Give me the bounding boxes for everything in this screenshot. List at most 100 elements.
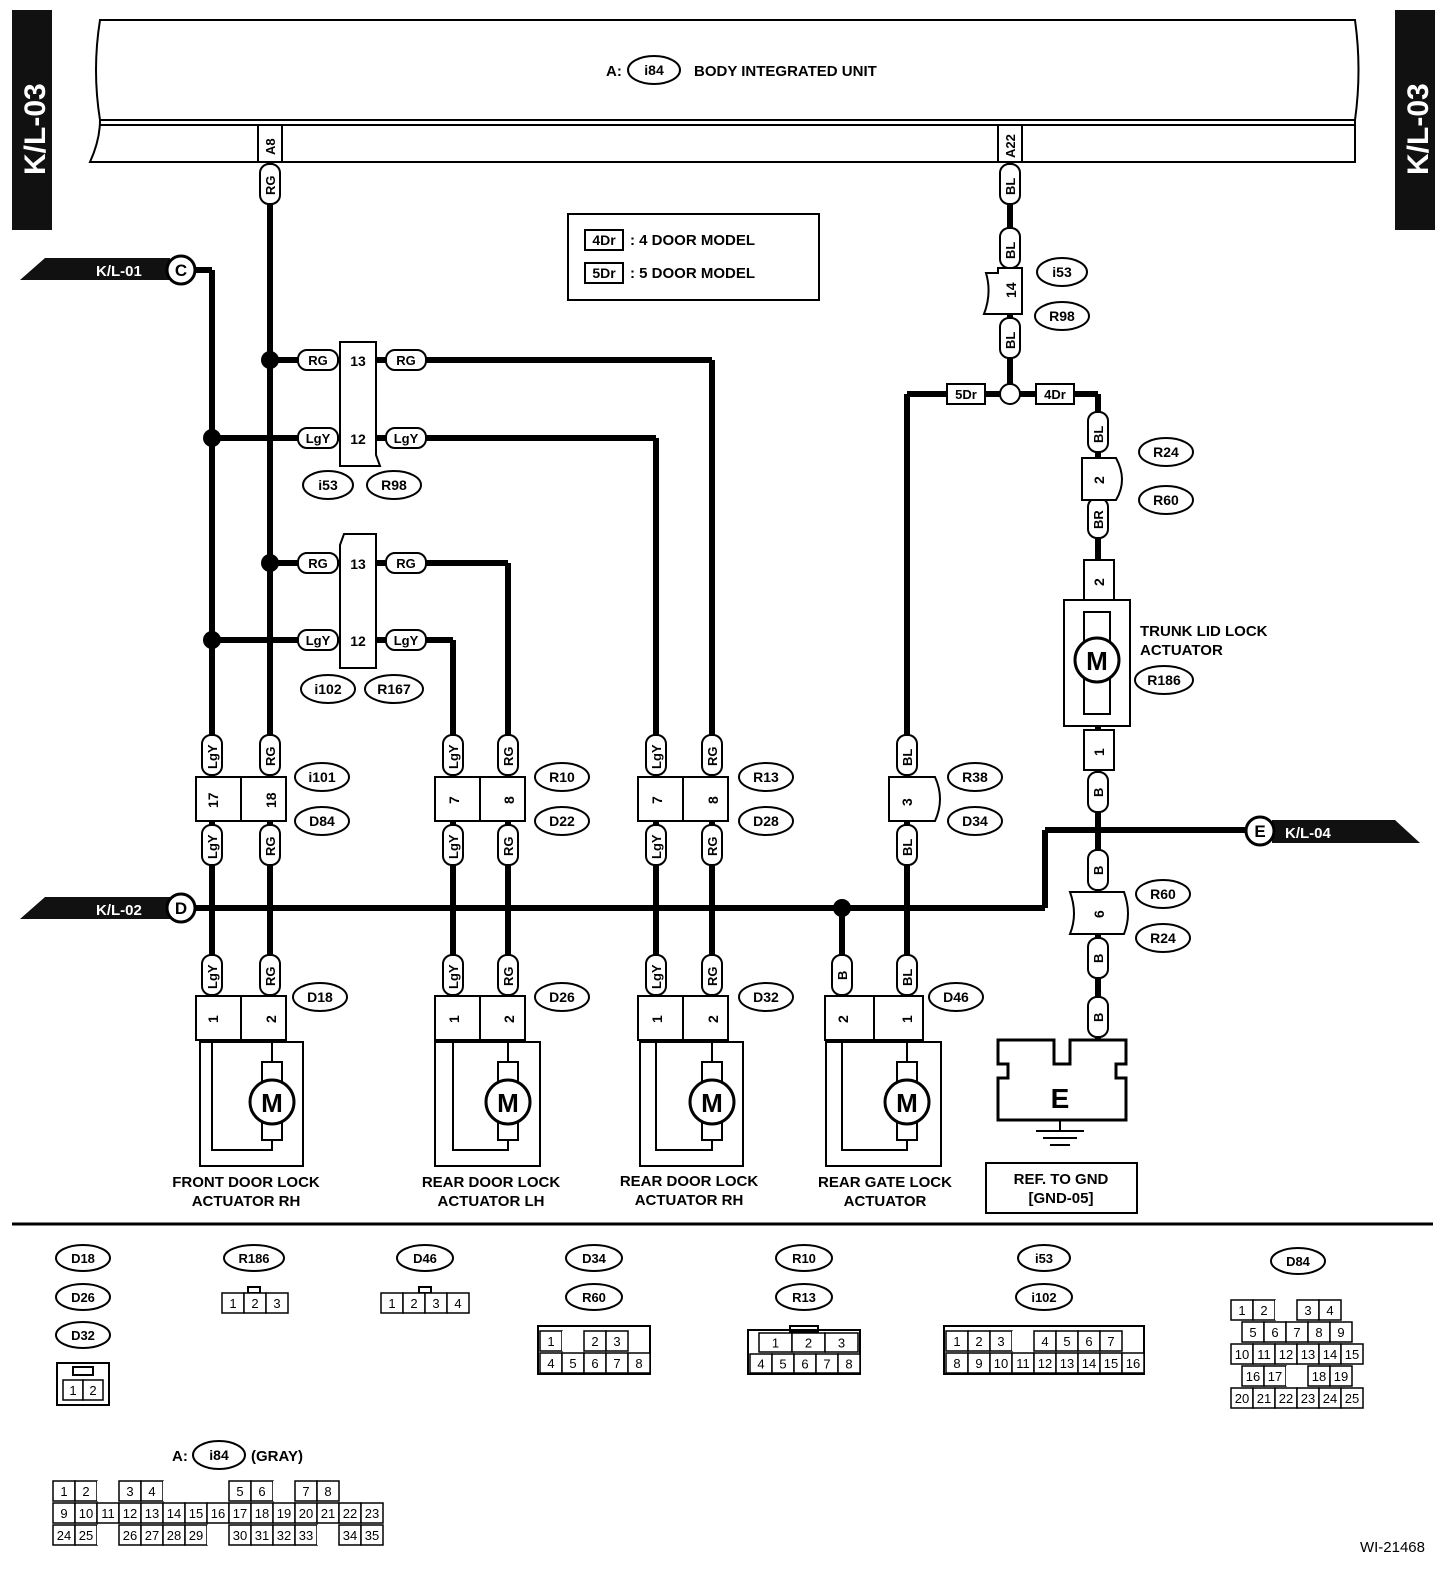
rear-door-lock-actuator-lh: 1 2 D26 M REAR DOOR LOCK ACTUATOR LH [422, 982, 590, 1210]
d84-pin-label: 16 [1246, 1369, 1260, 1384]
i84-cell [360, 1502, 384, 1524]
face-label-i53: i53 [1035, 1251, 1053, 1266]
d84-pin-label: 23 [1301, 1391, 1315, 1406]
conn-r10-label: R10 [549, 769, 575, 785]
d84-pin-label: 20 [1235, 1391, 1249, 1406]
ref-e-label: E [1254, 822, 1265, 841]
face-i84-color: (GRAY) [251, 1448, 303, 1465]
wire-tag-bl: BL [1003, 332, 1018, 349]
face-label-d26: D26 [71, 1290, 95, 1305]
i84-cell [316, 1480, 340, 1502]
pin-a22: A22 [1003, 134, 1018, 158]
ref-kl04-label: K/L-04 [1285, 825, 1332, 842]
rear-rh-label-line2: ACTUATOR RH [635, 1192, 744, 1209]
face-label-r186: R186 [238, 1251, 269, 1266]
i84-pin-label: 32 [277, 1528, 291, 1543]
right-tab-label: K/L-03 [1402, 83, 1435, 175]
r186-pin-label: 3 [273, 1296, 280, 1311]
ref-c-label: C [175, 261, 187, 280]
d84-pin-label: 21 [1257, 1391, 1271, 1406]
wire-tag-lgy: LgY [306, 431, 331, 446]
i53-pin-label: 1 [953, 1334, 960, 1349]
motor-symbol: M [261, 1088, 283, 1118]
rear-rh-label-line1: REAR DOOR LOCK [620, 1173, 759, 1190]
d84-cell [1286, 1366, 1308, 1386]
d34-pin-label: 5 [569, 1356, 576, 1371]
pin-3: 3 [899, 798, 915, 806]
unit-connector-id: i84 [644, 62, 664, 78]
i53-cell [1121, 1352, 1145, 1374]
i84-pin-label: 31 [255, 1528, 269, 1543]
i84-pin-label: 12 [123, 1506, 137, 1521]
r10-pin-label: 1 [772, 1336, 779, 1351]
i84-pin-label: 30 [233, 1528, 247, 1543]
inline-connector-r38-d34: 3 R38 D34 [888, 762, 1003, 836]
i84-pin-label: 9 [60, 1506, 67, 1521]
wire-tags-horizontal: RG RG LgY LgY RG RG LgY LgY 5Dr 4Dr [297, 349, 1075, 651]
i84-pin-label: 10 [79, 1506, 93, 1521]
conn-r60-label: R60 [1150, 886, 1176, 902]
ground-e: E REF. TO GND [GND-05] [985, 1038, 1138, 1214]
wire-tag-rg: RG [396, 556, 416, 571]
i84-pin-label: 27 [145, 1528, 159, 1543]
i84-pin-label: 13 [145, 1506, 159, 1521]
inline-connector-r13-d28: 7 8 R13 D28 [637, 762, 794, 836]
i53-pin-label: 16 [1126, 1356, 1140, 1371]
wire-tag-bl: BL [900, 969, 915, 986]
gate-label-line1: REAR GATE LOCK [818, 1174, 952, 1191]
i84-pin-label: 8 [324, 1484, 331, 1499]
conn-r60-label: R60 [1153, 492, 1179, 508]
inline-connector-r10-d22: 7 8 R10 D22 [434, 762, 590, 836]
i53-pin-label: 7 [1107, 1334, 1114, 1349]
i84-pin-label: 14 [167, 1506, 181, 1521]
face-label-r60: R60 [582, 1290, 606, 1305]
i84-pin-label: 11 [101, 1506, 115, 1521]
d84-pin-label: 15 [1345, 1347, 1359, 1362]
wire-tag-bl: BL [900, 749, 915, 766]
d46-pin-label: 4 [454, 1296, 461, 1311]
conn-r186-label: R186 [1147, 672, 1181, 688]
i53-pin-label: 12 [1038, 1356, 1052, 1371]
d46-cell [446, 1292, 470, 1314]
d34-cell [627, 1352, 651, 1374]
pin-6: 6 [1091, 910, 1107, 918]
inline-connector-i53-r98: 13 12 i53 R98 [302, 341, 422, 500]
wire-tag-rg: RG [705, 837, 720, 857]
pin-1: 1 [205, 1015, 221, 1023]
pin-12: 12 [350, 431, 366, 447]
i53-pin-label: 2 [975, 1334, 982, 1349]
conn-d34-label: D34 [962, 813, 988, 829]
i84-cell [97, 1525, 119, 1545]
ref-arrow-kl04: K/L-04 E [1244, 815, 1420, 847]
i53-cell [1012, 1331, 1034, 1351]
conn-i53-label: i53 [318, 477, 338, 493]
pin-a8: A8 [263, 138, 278, 155]
pin-17: 17 [205, 792, 221, 808]
d84-pin-label: 8 [1315, 1325, 1322, 1340]
conn-r13-label: R13 [753, 769, 779, 785]
i84-pin-label: 28 [167, 1528, 181, 1543]
pin-7: 7 [446, 796, 462, 804]
wire-tag-bl: BL [1091, 426, 1106, 443]
ref-arrow-kl02: K/L-02 D [20, 892, 197, 924]
i84-pin-label: 24 [57, 1528, 71, 1543]
d84-cell [1318, 1299, 1342, 1321]
i84-pin-label: 17 [233, 1506, 247, 1521]
wire-tag-rg: RG [705, 967, 720, 987]
r186-cell [265, 1292, 289, 1314]
d34-pin-label: 4 [547, 1356, 554, 1371]
i84-cell [317, 1525, 339, 1545]
inline-connector-r24-r60-top: 2 R24 R60 [1081, 437, 1194, 515]
ref-d-label: D [175, 899, 187, 918]
d18-pin-label: 2 [89, 1383, 96, 1398]
wire-tag-lgy: LgY [306, 633, 331, 648]
d84-pin-label: 14 [1323, 1347, 1337, 1362]
pin-1: 1 [899, 1015, 915, 1023]
pin-2: 2 [1091, 476, 1107, 484]
